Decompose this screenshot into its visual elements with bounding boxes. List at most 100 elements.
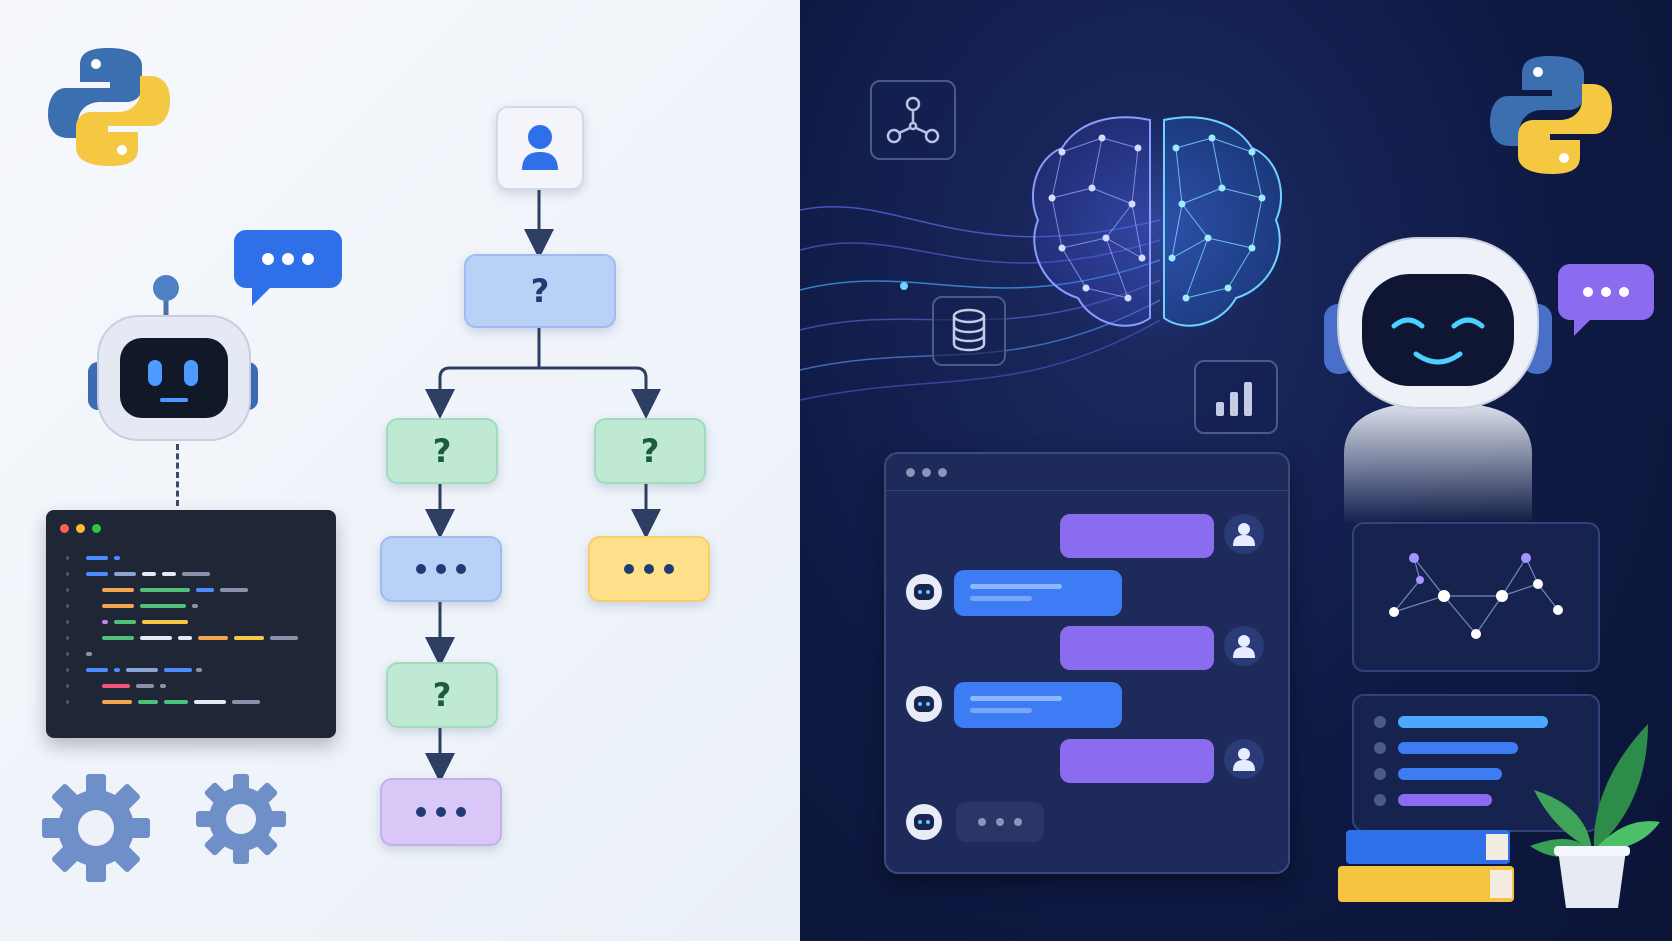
- code-token: [86, 668, 108, 672]
- code-token: [142, 572, 156, 576]
- chat-bubble-icon: [234, 230, 342, 306]
- user-avatar-icon: [1224, 626, 1264, 666]
- ellipsis-icon: [416, 564, 466, 574]
- list-item-bar: [1398, 716, 1548, 728]
- plant-icon: [1530, 724, 1660, 908]
- database-icon-box: [932, 296, 1006, 366]
- dashed-connector: [176, 444, 179, 506]
- right-panel: [800, 0, 1672, 941]
- code-token: [232, 700, 260, 704]
- flowchart-process-node: [588, 536, 710, 602]
- decision-label: ?: [530, 272, 550, 310]
- code-token: [102, 700, 132, 704]
- code-token: [114, 572, 136, 576]
- robot-icon: [88, 275, 258, 441]
- decision-label: ?: [432, 676, 452, 714]
- code-gutter-mark: [66, 588, 69, 592]
- chat-window: [884, 452, 1290, 874]
- bot-avatar-icon: [906, 574, 942, 610]
- code-token: [198, 636, 228, 640]
- window-minimize-dot: [76, 524, 85, 533]
- books-icon: [1338, 830, 1514, 902]
- list-bullet: [1374, 716, 1386, 728]
- gear-icon: [196, 774, 286, 864]
- list-item-bar: [1398, 742, 1518, 754]
- code-token: [178, 636, 192, 640]
- list-item-bar: [1398, 768, 1502, 780]
- python-logo-icon: [48, 48, 170, 166]
- decision-label: ?: [640, 432, 660, 470]
- window-close-dot: [60, 524, 69, 533]
- network-graph-icon: [1389, 553, 1563, 639]
- text-line: [970, 708, 1032, 713]
- astronaut-robot-icon: [1324, 237, 1552, 524]
- flowchart-process-node: [380, 778, 502, 846]
- code-gutter-mark: [66, 572, 69, 576]
- network-graph-card: [1352, 522, 1600, 672]
- bot-message-bubble: [954, 682, 1122, 728]
- code-token: [142, 620, 188, 624]
- code-token: [140, 636, 172, 640]
- code-token: [126, 668, 158, 672]
- decision-label: ?: [432, 432, 452, 470]
- typing-indicator: [956, 802, 1044, 842]
- user-message-bubble: [1060, 514, 1214, 558]
- window-dot: [906, 468, 915, 477]
- code-gutter-mark: [66, 652, 69, 656]
- user-icon: [522, 125, 558, 170]
- code-gutter-mark: [66, 556, 69, 560]
- user-avatar-icon: [1224, 739, 1264, 779]
- code-token: [138, 700, 158, 704]
- code-token: [164, 668, 192, 672]
- text-line: [970, 696, 1062, 701]
- code-editor-window: [46, 510, 336, 738]
- code-token: [102, 588, 134, 592]
- code-token: [86, 652, 92, 656]
- flowchart-decision-node: ?: [594, 418, 706, 484]
- gear-icon: [42, 774, 150, 882]
- bot-message-bubble: [954, 570, 1122, 616]
- code-token: [86, 572, 108, 576]
- window-dot: [938, 468, 947, 477]
- flowchart-connectors: [425, 190, 661, 783]
- bot-avatar-icon: [906, 686, 942, 722]
- code-gutter-mark: [66, 700, 69, 704]
- python-logo-icon: [1490, 56, 1612, 174]
- code-token: [196, 588, 214, 592]
- code-gutter-mark: [66, 604, 69, 608]
- text-line: [970, 584, 1062, 589]
- left-panel: ? ? ? ?: [0, 0, 800, 941]
- code-token: [194, 700, 226, 704]
- code-token: [220, 588, 248, 592]
- code-token: [140, 604, 186, 608]
- network-icon-box: [870, 80, 956, 160]
- brain-icon: [1022, 108, 1292, 344]
- chat-bubble-icon: [1558, 264, 1654, 336]
- code-gutter-mark: [66, 684, 69, 688]
- user-message-bubble: [1060, 739, 1214, 783]
- flowchart-process-node: [380, 536, 502, 602]
- bar-chart-icon-box: [1194, 360, 1278, 434]
- code-token: [114, 668, 120, 672]
- ellipsis-icon: [624, 564, 674, 574]
- code-gutter-mark: [66, 668, 69, 672]
- user-message-bubble: [1060, 626, 1214, 670]
- code-token: [102, 684, 130, 688]
- window-dot: [922, 468, 931, 477]
- code-gutter-mark: [66, 620, 69, 624]
- code-token: [102, 636, 134, 640]
- code-token: [114, 620, 136, 624]
- chat-window-titlebar: [886, 454, 1288, 491]
- database-icon: [952, 308, 986, 352]
- user-avatar-icon: [1224, 514, 1264, 554]
- code-token: [196, 668, 202, 672]
- text-line: [970, 596, 1032, 601]
- code-token: [102, 604, 134, 608]
- code-token: [114, 556, 120, 560]
- code-token: [86, 556, 108, 560]
- flowchart-decision-node: ?: [386, 418, 498, 484]
- code-token: [270, 636, 298, 640]
- code-token: [182, 572, 210, 576]
- window-maximize-dot: [92, 524, 101, 533]
